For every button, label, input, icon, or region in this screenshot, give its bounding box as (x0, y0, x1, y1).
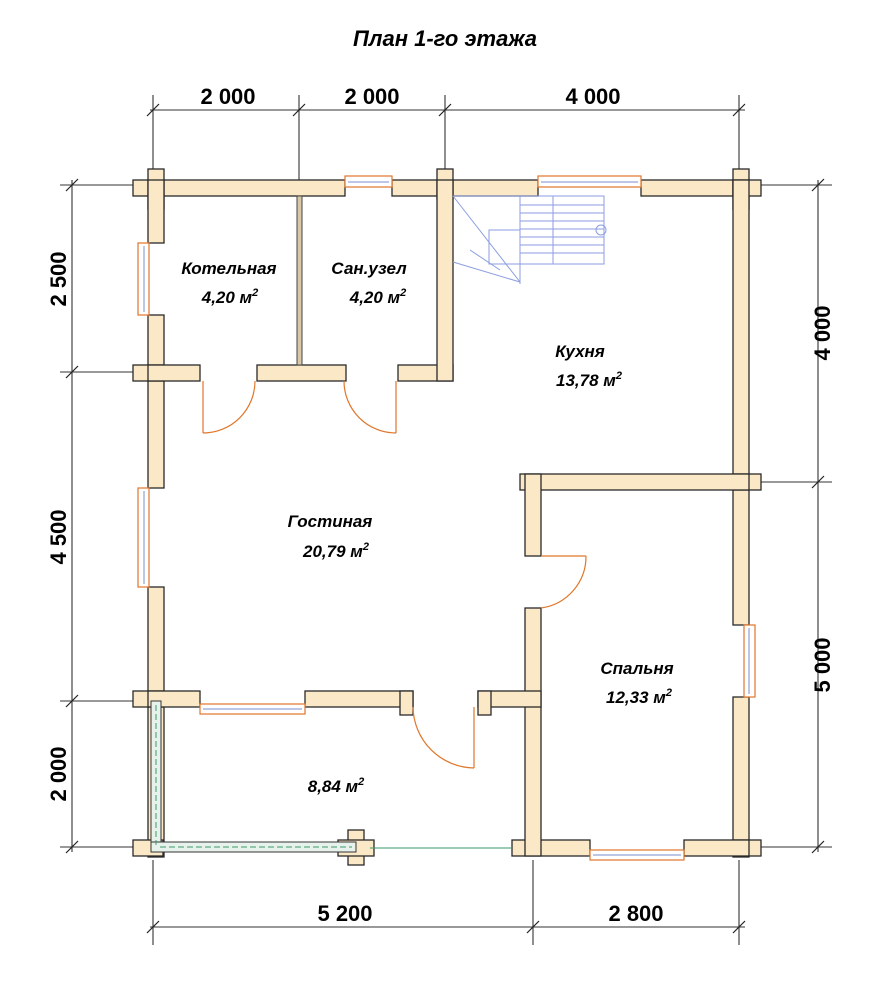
room-bath-area: 4,20 м2 (349, 287, 407, 307)
terrace-railing (150, 700, 512, 853)
room-bath: Сан.узел 4,20 м2 (331, 259, 407, 307)
room-boiler-area: 4,20 м2 (201, 287, 259, 307)
room-terrace: 8,84 м2 (308, 776, 365, 796)
room-boiler-name: Котельная (181, 259, 276, 278)
walls (132, 168, 762, 866)
dim-right-1: 4 000 (810, 305, 835, 360)
dim-right-2: 5 000 (810, 637, 835, 692)
room-bedroom: Спальня 12,33 м2 (600, 659, 673, 707)
room-terrace-area: 8,84 м2 (308, 776, 365, 796)
dim-bottom-1: 5 200 (317, 901, 372, 926)
room-living: Гостиная 20,79 м2 (288, 512, 373, 561)
stairs (452, 195, 607, 284)
dim-left-1: 2 500 (46, 251, 71, 306)
doors (202, 380, 587, 769)
dim-top-3: 4 000 (565, 84, 620, 109)
room-living-name: Гостиная (288, 512, 373, 531)
right-dimensions: 4 000 5 000 (760, 178, 835, 854)
room-bedroom-name: Спальня (600, 659, 673, 678)
plan-title: План 1-го этажа (353, 26, 537, 51)
room-boiler: Котельная 4,20 м2 (181, 259, 276, 307)
dim-top-1: 2 000 (200, 84, 255, 109)
dim-bottom-2: 2 800 (608, 901, 663, 926)
room-bedroom-area: 12,33 м2 (606, 687, 672, 707)
room-living-area: 20,79 м2 (302, 541, 369, 561)
room-kitchen-name: Кухня (555, 342, 605, 361)
room-kitchen-area: 13,78 м2 (556, 370, 622, 390)
dim-left-2: 4 500 (46, 509, 71, 564)
left-dimensions: 2 500 4 500 2 000 (46, 178, 140, 854)
room-bath-name: Сан.узел (331, 259, 407, 278)
dim-left-3: 2 000 (46, 746, 71, 801)
top-dimensions: 2 000 2 000 4 000 (146, 84, 746, 180)
windows (137, 175, 756, 861)
dim-top-2: 2 000 (344, 84, 399, 109)
room-kitchen: Кухня 13,78 м2 (555, 342, 622, 390)
bottom-dimensions: 5 200 2 800 (146, 860, 746, 945)
